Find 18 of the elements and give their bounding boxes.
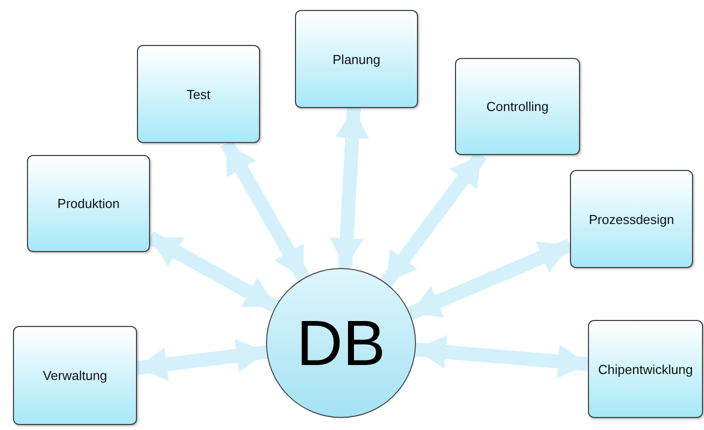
department-label: Produktion [57, 196, 120, 211]
department-label: Verwaltung [42, 368, 108, 383]
department-box [137, 45, 260, 143]
department-label: Controlling [486, 99, 549, 114]
double-arrow [136, 338, 268, 382]
database-label: DB [296, 306, 386, 380]
department-box [27, 155, 150, 252]
department-label: Prozessdesign [588, 212, 674, 226]
department-box [13, 326, 137, 425]
double-arrow [415, 335, 589, 378]
double-arrow [330, 108, 370, 268]
department-label: Planung [332, 52, 380, 66]
department-box [570, 170, 693, 268]
department-box [295, 10, 418, 108]
department-label: Test [186, 86, 210, 102]
department-label: Chipentwicklung [598, 362, 693, 376]
department-box [455, 58, 580, 155]
department-box [588, 320, 703, 418]
